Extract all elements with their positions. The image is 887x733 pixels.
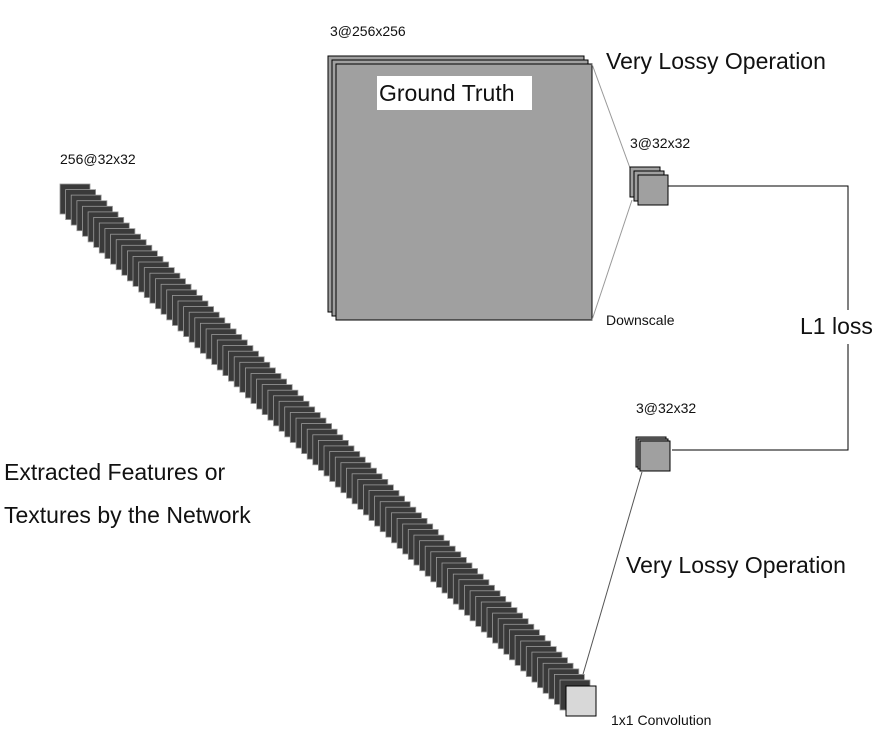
- downscale-label: Downscale: [606, 312, 675, 328]
- downscale-projection-top: [591, 63, 631, 169]
- ground-truth-label-bg: [377, 76, 532, 110]
- l1-loss-label: L1 loss: [800, 313, 873, 339]
- downscale-projection-bottom: [591, 199, 633, 321]
- ground-truth-dims-label: 3@256x256: [330, 23, 406, 39]
- lossy-operation-bottom-label: Very Lossy Operation: [626, 552, 846, 578]
- downscaled-ground-truth-block: [629, 166, 669, 206]
- features-description-line1: Extracted Features or: [4, 459, 225, 485]
- lossy-operation-top-label: Very Lossy Operation: [606, 48, 826, 74]
- features-description-line2: Textures by the Network: [4, 502, 251, 528]
- features-dims-label: 256@32x32: [60, 151, 136, 167]
- l1-loss-label-bg: [796, 310, 882, 344]
- downscaled-slice-front: [637, 174, 669, 206]
- prediction-slice-front: [639, 440, 671, 472]
- prediction-dims-label: 3@32x32: [636, 400, 696, 416]
- conv-to-prediction-line: [571, 471, 643, 713]
- conv-label: 1x1 Convolution: [611, 712, 711, 728]
- conv-block: [565, 685, 597, 717]
- prediction-block: [635, 436, 671, 472]
- ground-truth-small-dims-label: 3@32x32: [630, 135, 690, 151]
- ground-truth-label: Ground Truth: [379, 80, 515, 106]
